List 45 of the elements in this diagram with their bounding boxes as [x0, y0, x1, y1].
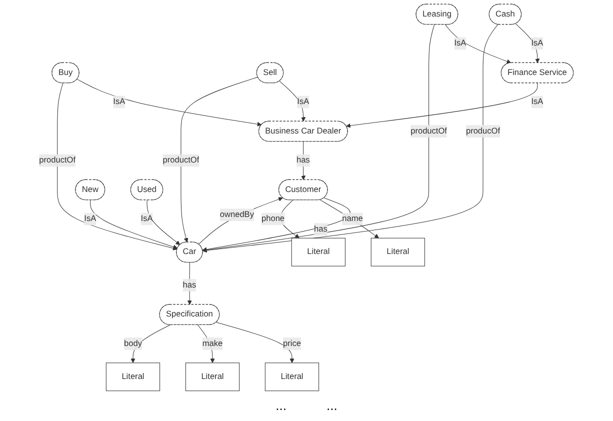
- edge-label: make: [202, 339, 223, 348]
- arrow: [279, 80, 306, 122]
- node-box: Literal: [265, 362, 320, 392]
- edge-label: IsA: [141, 214, 154, 224]
- edge-label: productOf: [39, 156, 76, 165]
- node-box: Literal: [292, 238, 346, 266]
- edge-label: IsA: [531, 97, 544, 106]
- edge-label: IsA: [531, 38, 544, 48]
- edge-label: IsA: [113, 97, 126, 106]
- arrow: [320, 200, 380, 238]
- edge-label: producOf: [466, 126, 500, 136]
- ellipsis-label: ...: [326, 398, 338, 413]
- edge-label: ownedBy: [220, 210, 254, 220]
- edge-label: name: [342, 214, 364, 224]
- node-box: Literal: [371, 238, 426, 266]
- ellipsis-label: ...: [276, 398, 286, 413]
- edge-label: IsA: [454, 38, 466, 48]
- arrow: [77, 78, 262, 126]
- arrow: [202, 198, 351, 252]
- arrow: [198, 324, 216, 364]
- edge-label: productOf: [163, 156, 200, 165]
- arrow: [198, 197, 284, 244]
- arrow: [147, 200, 180, 246]
- arrow: [202, 24, 435, 252]
- edge-label: has: [314, 224, 328, 234]
- node-box: Literal: [106, 362, 160, 392]
- edge-label: price: [283, 339, 302, 348]
- edge-label: has: [183, 280, 196, 290]
- edge-label: IsA: [84, 214, 96, 224]
- edge-label: body: [124, 339, 142, 348]
- arrow: [280, 200, 300, 238]
- arrow: [180, 76, 258, 242]
- edge-label: IsA: [297, 97, 310, 106]
- edge-label: phone: [262, 214, 285, 224]
- edge-label: has: [296, 156, 310, 165]
- arrow: [90, 200, 178, 250]
- arrow: [216, 322, 295, 364]
- arrow: [188, 262, 192, 305]
- arrow: [130, 324, 171, 364]
- node-box: Literal: [186, 362, 240, 392]
- arrow: [346, 82, 538, 128]
- arrow: [445, 24, 512, 64]
- edge-label: productOf: [410, 126, 448, 136]
- arrow: [57, 82, 178, 250]
- arrow: [202, 24, 498, 253]
